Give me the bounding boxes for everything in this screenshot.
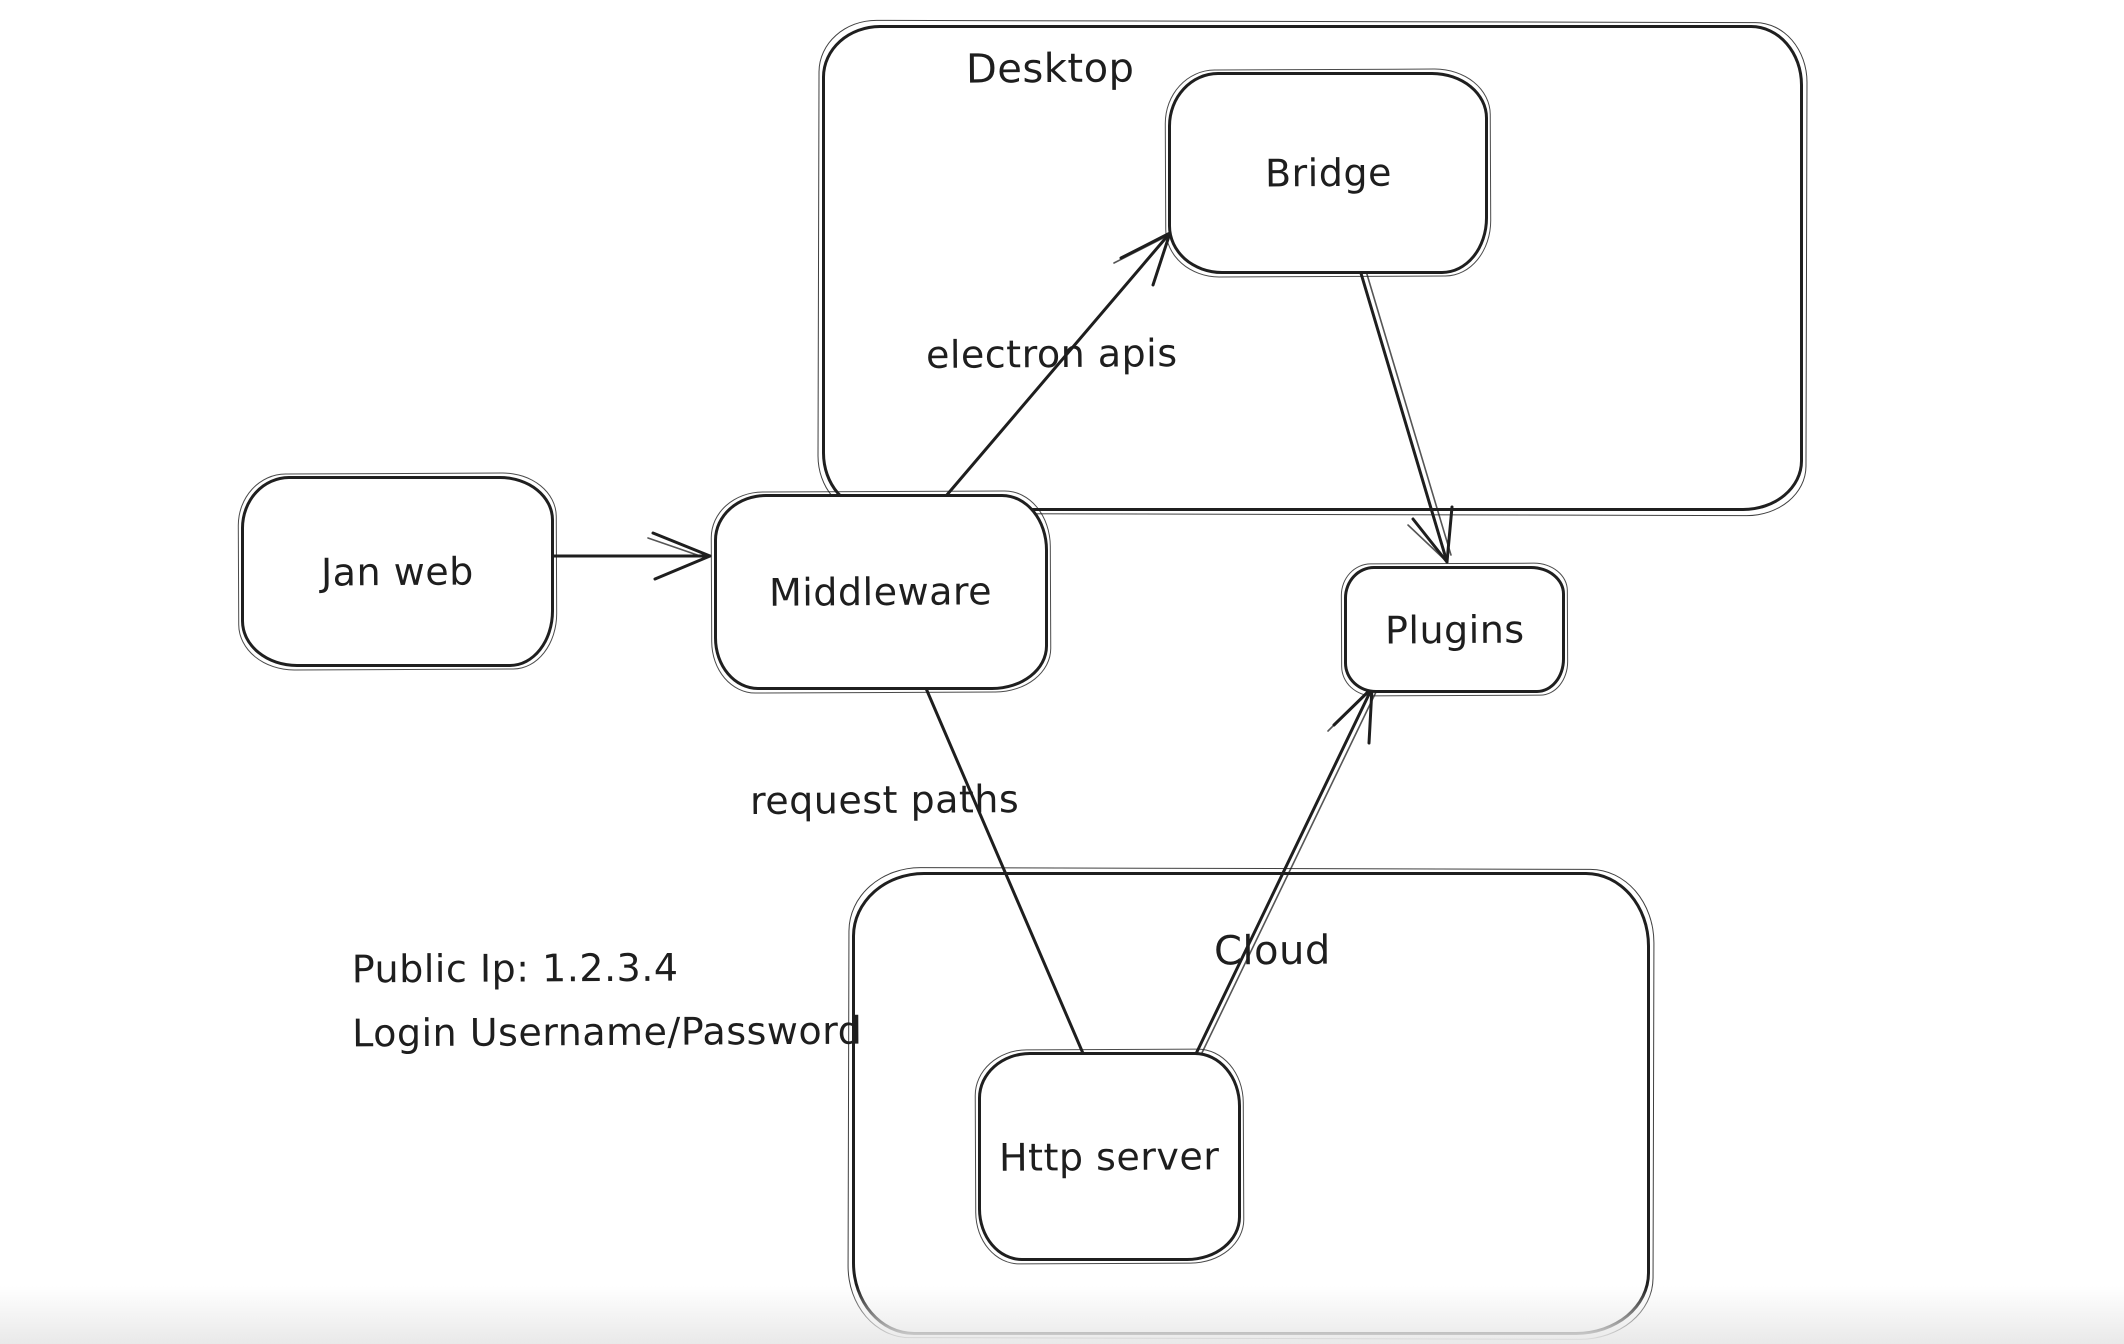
node-plugins-label: Plugins: [1384, 607, 1525, 652]
node-bridge-label: Bridge: [1264, 150, 1392, 196]
arrow-head: [651, 531, 712, 581]
arrow-head-sketch: [647, 537, 707, 559]
desktop-container[interactable]: [822, 25, 1803, 511]
edge-http-server-to-plugins[interactable]: [1191, 686, 1377, 1062]
arrow-line[interactable]: [1358, 268, 1449, 564]
node-jan-web[interactable]: Jan web: [241, 476, 554, 667]
edge-middleware-to-http-server[interactable]: [923, 684, 1087, 1060]
note-line-public-ip: Public Ip: 1.2.3.4: [351, 945, 679, 992]
edge-label-request-paths[interactable]: request paths: [749, 777, 1020, 823]
node-http-server-label: Http server: [999, 1133, 1220, 1180]
edge-jan-web-to-middleware[interactable]: [547, 531, 712, 581]
connector-line[interactable]: [923, 684, 1087, 1060]
node-middleware[interactable]: Middleware: [714, 494, 1048, 690]
arrow-head: [1332, 686, 1374, 745]
cloud-container-label[interactable]: Cloud: [1213, 927, 1331, 975]
note-text[interactable]: Public Ip: 1.2.3.4 Login Username/Passwo…: [352, 935, 863, 1066]
node-plugins[interactable]: Plugins: [1344, 566, 1565, 693]
node-bridge[interactable]: Bridge: [1168, 72, 1488, 274]
arrow-head: [1411, 505, 1454, 564]
arrow-head-sketch: [1113, 235, 1168, 264]
desktop-container-label[interactable]: Desktop: [965, 45, 1135, 93]
node-middleware-label: Middleware: [769, 569, 993, 615]
note-line-login: Login Username/Password: [352, 1008, 863, 1056]
arrow-line[interactable]: [944, 231, 1172, 498]
edge-label-electron-apis[interactable]: electron apis: [925, 331, 1178, 377]
node-jan-web-label: Jan web: [320, 548, 475, 595]
edge-bridge-to-plugins[interactable]: [1358, 268, 1454, 564]
arrow-head-sketch: [1407, 524, 1445, 560]
node-http-server[interactable]: Http server: [978, 1052, 1241, 1261]
arrow-head-sketch: [1327, 689, 1370, 732]
arrow-line[interactable]: [1191, 686, 1374, 1062]
arrow-line-sketch: [1365, 270, 1452, 556]
arrow-line-sketch: [1198, 691, 1377, 1060]
